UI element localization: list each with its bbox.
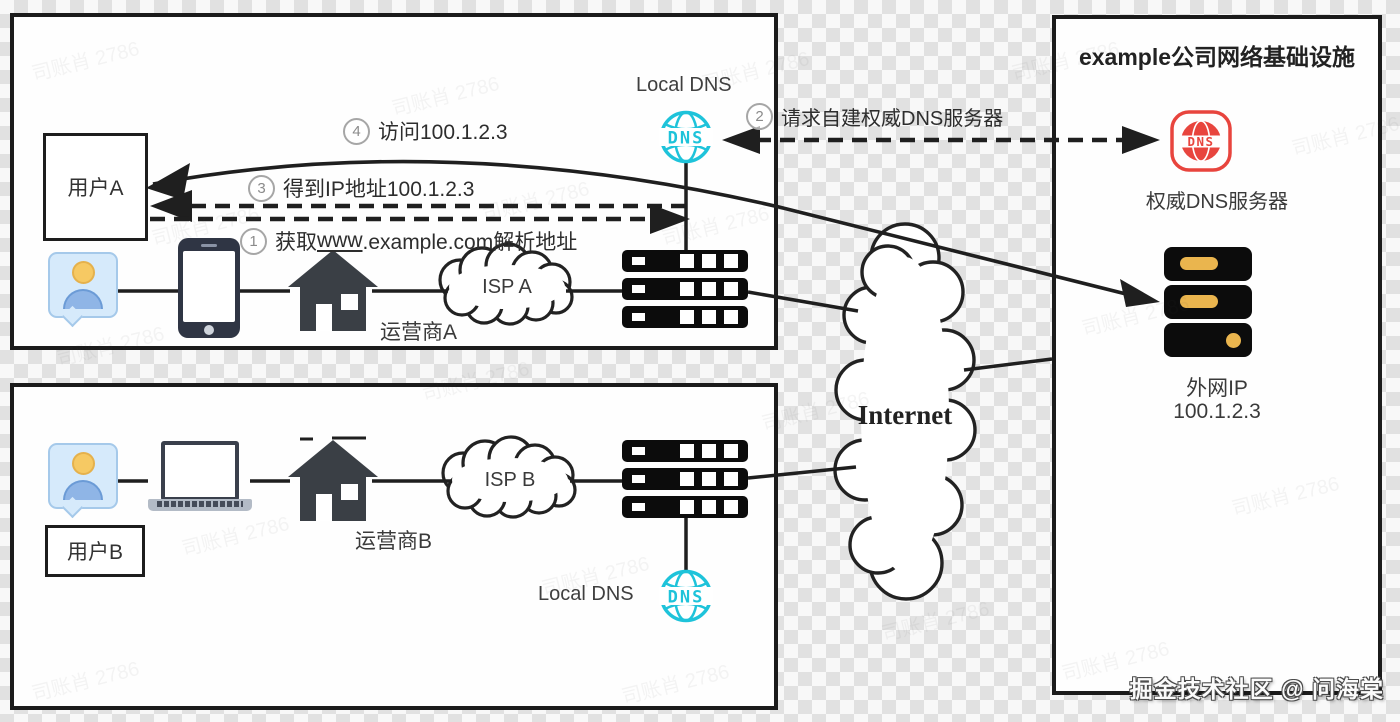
step4-number-badge: 4 <box>343 117 370 145</box>
house-door <box>316 304 332 331</box>
avatar-body <box>63 289 103 309</box>
step4-text: 访问100.1.2.3 <box>378 121 508 144</box>
local-dns-b-label: Local DNS <box>538 583 634 605</box>
local-dns-a-label: Local DNS <box>636 74 732 96</box>
step3-number-badge: 3 <box>248 174 275 202</box>
server-bar <box>622 278 748 300</box>
house-roof <box>288 250 378 287</box>
avatar-body <box>63 480 103 500</box>
step1-query-arrow <box>150 204 690 234</box>
isp-a-cloud <box>438 242 574 326</box>
local-dns-a-icon: DNS <box>659 110 713 164</box>
step1-text-www: www <box>317 229 363 252</box>
carrier-a-house-icon <box>288 250 378 331</box>
step3-response-arrow <box>150 190 686 222</box>
server-bar <box>622 468 748 490</box>
phone-home-button <box>204 325 214 335</box>
step1-text-prefix: 获取 <box>275 231 317 254</box>
step1-text-suffix: .example.com解析地址 <box>362 231 578 254</box>
server-bar <box>1164 285 1252 319</box>
carrier-a-label: 运营商A <box>380 321 458 344</box>
step3-text: 得到IP地址100.1.2.3 <box>283 178 475 201</box>
avatar-head <box>71 261 95 284</box>
house-window <box>341 484 358 500</box>
house-body <box>300 287 366 331</box>
house-body <box>300 477 366 521</box>
internet-cloud <box>833 222 977 601</box>
house-roof <box>288 440 378 477</box>
isp-a-cloud-label: ISP A <box>482 276 532 298</box>
public-ip-value: 100.1.2.3 <box>1173 400 1261 423</box>
house-door <box>316 494 332 521</box>
public-ip-server <box>1164 247 1252 357</box>
isp-a-server-stack <box>622 250 748 328</box>
internet-label: Internet <box>857 400 953 430</box>
user-a-box: 用户A <box>43 133 148 241</box>
dns-icon-text: DNS <box>1187 134 1214 149</box>
phone-screen <box>183 251 235 322</box>
laptop-icon <box>148 441 252 515</box>
credit-text: 掘金技术社区 @ 问海棠 <box>1129 676 1384 702</box>
local-dns-b-icon: DNS <box>659 569 713 623</box>
server-bar <box>622 496 748 518</box>
step2-label: 2 请求自建权威DNS服务器 <box>746 102 1003 131</box>
phone-speaker <box>201 244 217 247</box>
step2-auth-query-arrow <box>722 126 1160 154</box>
step3-label: 3 得到IP地址100.1.2.3 <box>248 173 474 203</box>
server-bar <box>1164 247 1252 281</box>
avatar-head <box>71 452 95 475</box>
carrier-b-house-icon <box>288 440 378 521</box>
step4-label: 4 访问100.1.2.3 <box>343 116 508 146</box>
user-a-avatar <box>48 252 118 328</box>
server-bar <box>1164 323 1252 357</box>
user-b-avatar <box>48 443 118 519</box>
phone-icon <box>178 238 240 338</box>
auth-dns-label: 权威DNS服务器 <box>1145 191 1289 213</box>
laptop-screen <box>161 441 239 501</box>
laptop-keyboard <box>148 499 252 511</box>
dns-icon-text: DNS <box>668 129 705 149</box>
public-ip-label: 外网IP <box>1186 377 1248 400</box>
server-bar <box>622 306 748 328</box>
user-a-label: 用户A <box>67 177 124 200</box>
step1-number-badge: 1 <box>240 227 267 255</box>
auth-dns-icon: DNS <box>1170 110 1232 172</box>
step4-access-arrow <box>146 159 1160 307</box>
plain-connectors <box>113 163 1053 570</box>
server-bar <box>622 440 748 462</box>
user-b-label: 用户B <box>66 541 123 564</box>
server-bar <box>622 250 748 272</box>
dns-icon-text: DNS <box>668 588 705 608</box>
isp-b-server-stack <box>622 440 748 518</box>
company-title: example公司网络基础设施 <box>1078 44 1356 70</box>
carrier-b-label: 运营商B <box>355 530 433 553</box>
user-b-box: 用户B <box>45 525 145 577</box>
isp-b-cloud-label: ISP B <box>484 469 536 491</box>
step2-text: 请求自建权威DNS服务器 <box>781 108 1004 130</box>
house-window <box>341 294 358 310</box>
step2-number-badge: 2 <box>746 103 773 130</box>
